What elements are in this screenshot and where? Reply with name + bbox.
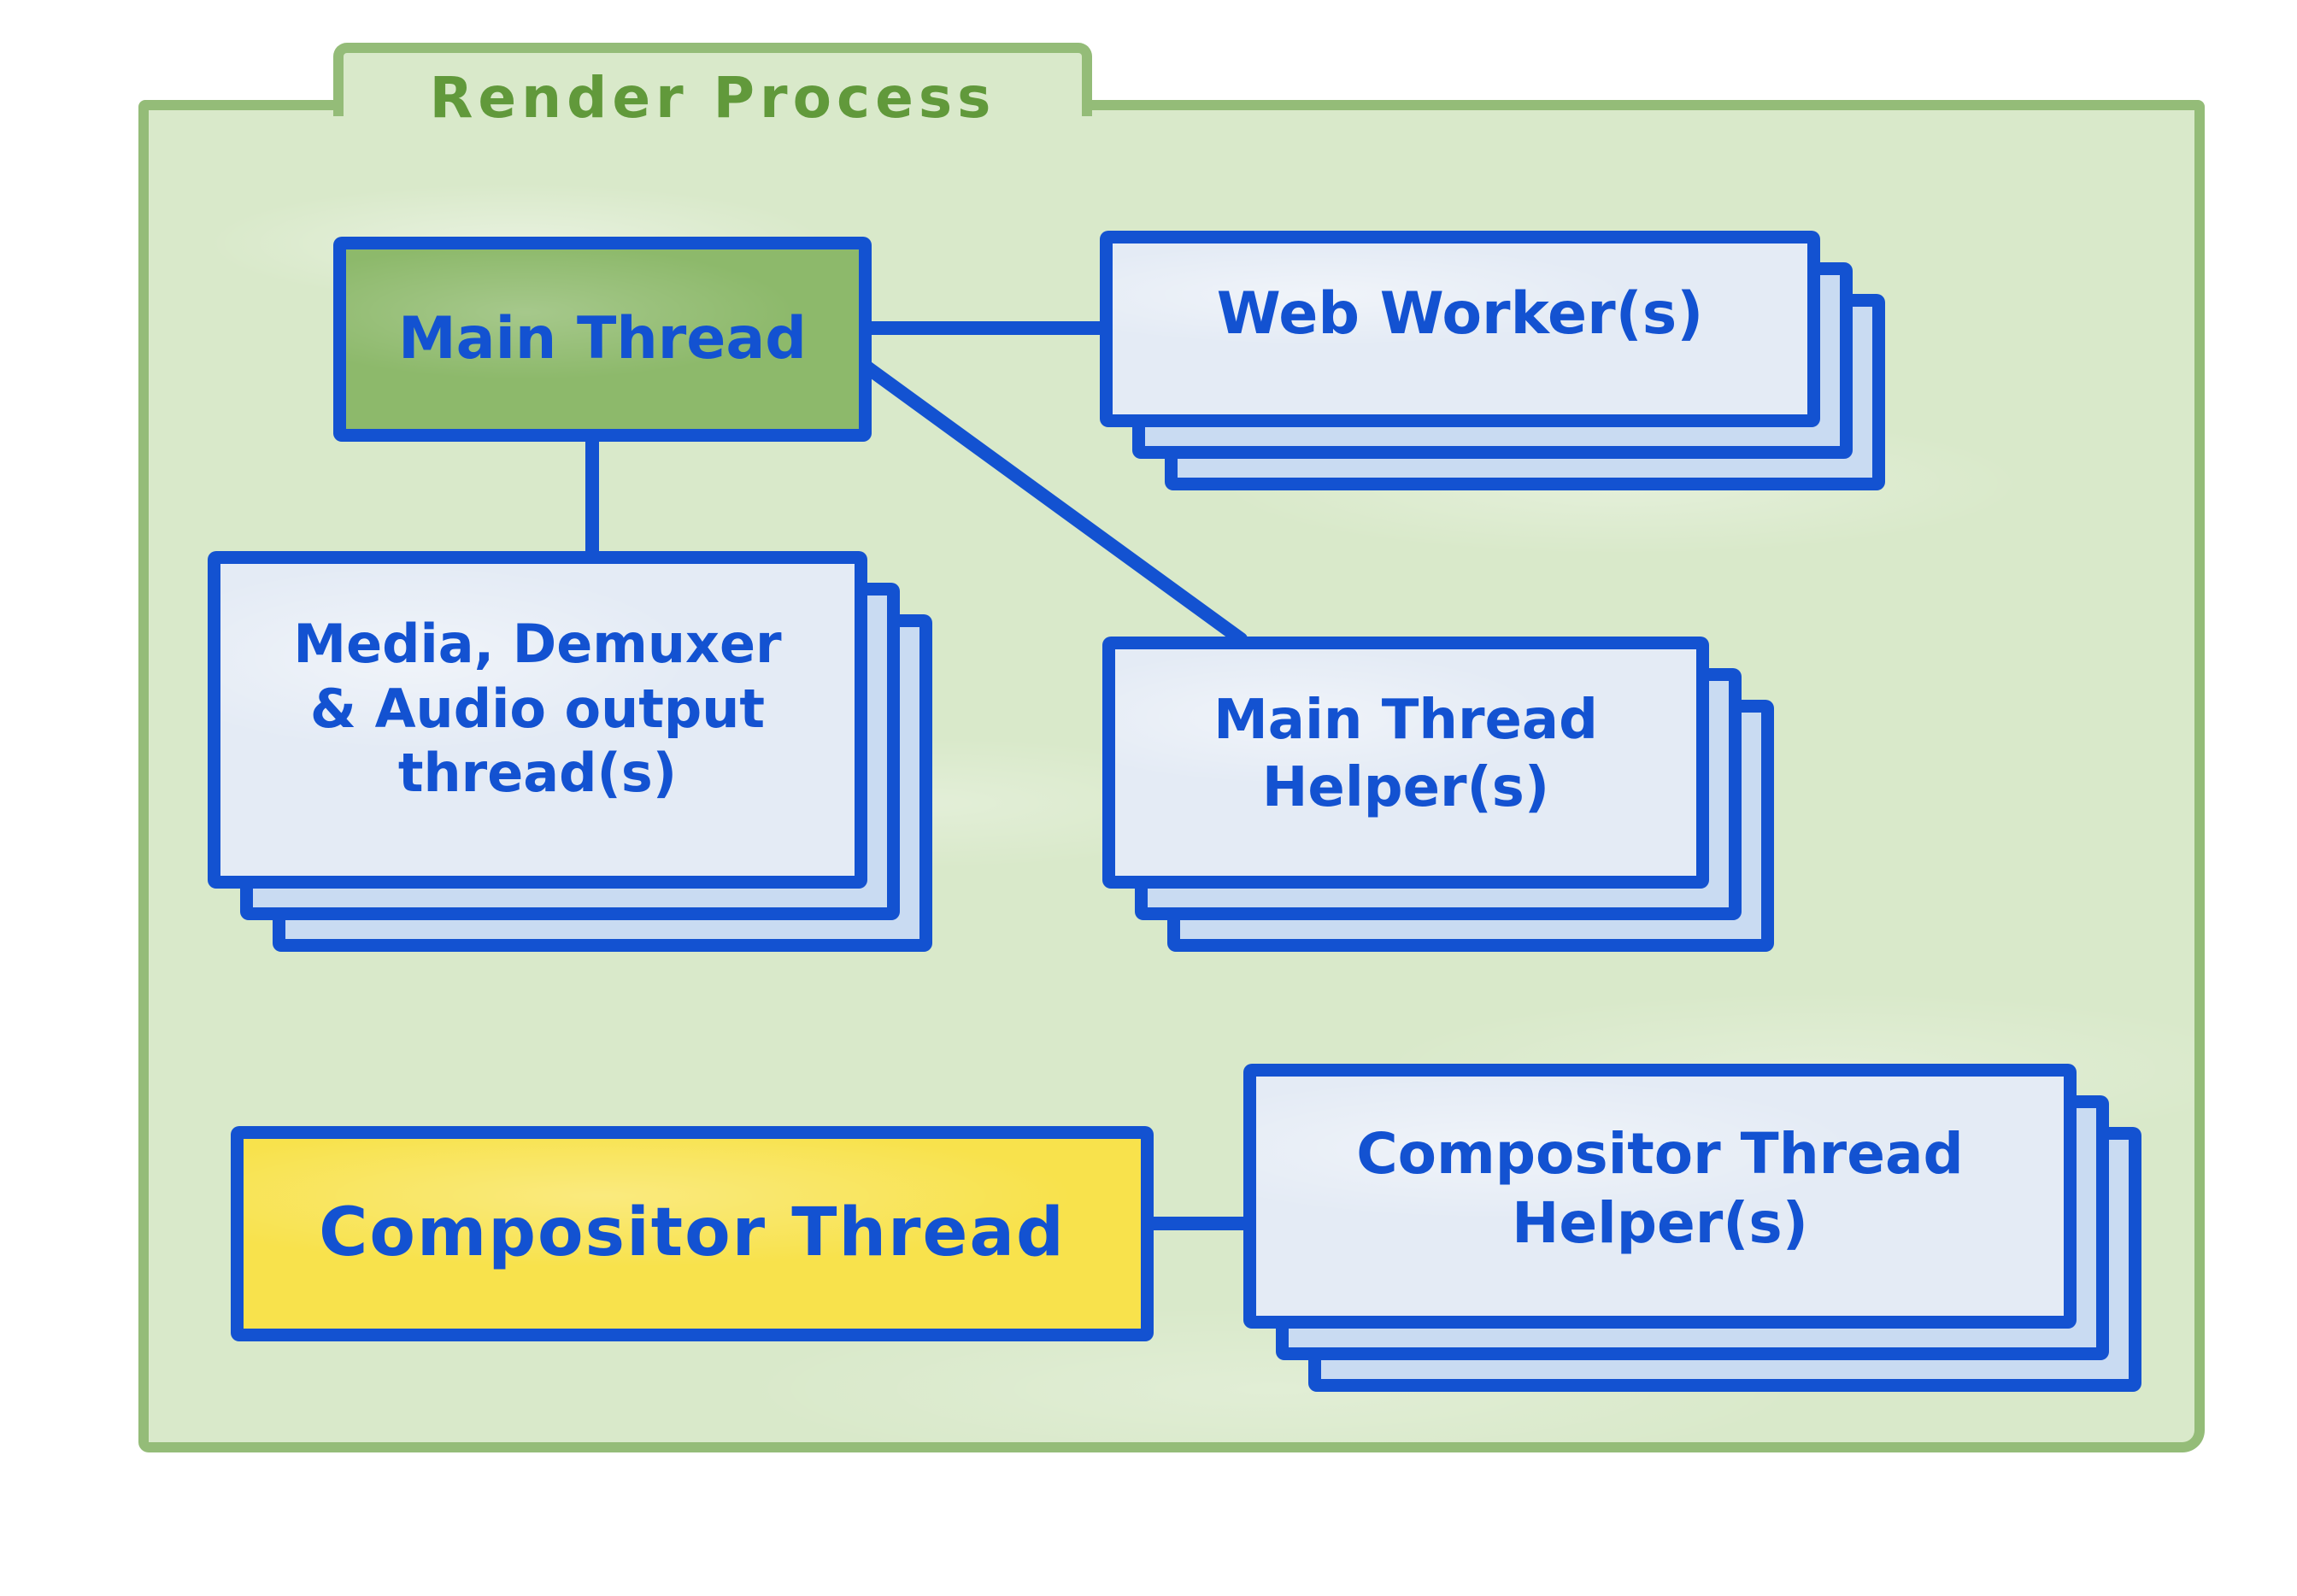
node-web-workers: Web Worker(s)	[1100, 231, 1885, 490]
compositor-thread-helpers-label-line2: Helper(s)	[1512, 1190, 1808, 1256]
node-compositor-thread-helpers: Compositor Thread Helper(s)	[1243, 1064, 2141, 1392]
render-process-folder-tab: Render Process	[333, 43, 1092, 131]
main-thread-label: Main Thread	[398, 304, 807, 373]
node-main-thread-helpers: Main Thread Helper(s)	[1102, 637, 1774, 952]
node-main-thread: Main Thread	[333, 237, 872, 442]
media-threads-label-line2: & Audio output	[309, 677, 766, 740]
main-thread-helpers-label: Main Thread Helper(s)	[1213, 687, 1598, 837]
stack-card-front: Media, Demuxer & Audio output thread(s)	[208, 551, 867, 889]
media-threads-label: Media, Demuxer & Audio output thread(s)	[293, 612, 781, 828]
compositor-thread-helpers-label-line1: Compositor Thread	[1356, 1121, 1964, 1188]
node-compositor-thread: Compositor Thread	[231, 1126, 1154, 1341]
main-thread-helpers-label-line1: Main Thread	[1213, 689, 1598, 753]
media-threads-label-line3: thread(s)	[397, 742, 678, 805]
web-workers-label: Web Worker(s)	[1216, 279, 1704, 348]
node-media-demuxer-audio-threads: Media, Demuxer & Audio output thread(s)	[208, 551, 932, 952]
stack-card-front: Compositor Thread Helper(s)	[1243, 1064, 2077, 1329]
stack-card-front: Web Worker(s)	[1100, 231, 1820, 427]
compositor-thread-helpers-label: Compositor Thread Helper(s)	[1356, 1120, 1964, 1271]
media-threads-label-line1: Media, Demuxer	[293, 613, 782, 676]
compositor-thread-label: Compositor Thread	[319, 1194, 1066, 1272]
render-process-title: Render Process	[429, 64, 996, 131]
stack-card-front: Main Thread Helper(s)	[1102, 637, 1709, 889]
main-thread-helpers-label-line2: Helper(s)	[1261, 755, 1550, 819]
connector-main-thread-main-thread-helpers	[858, 359, 1248, 646]
